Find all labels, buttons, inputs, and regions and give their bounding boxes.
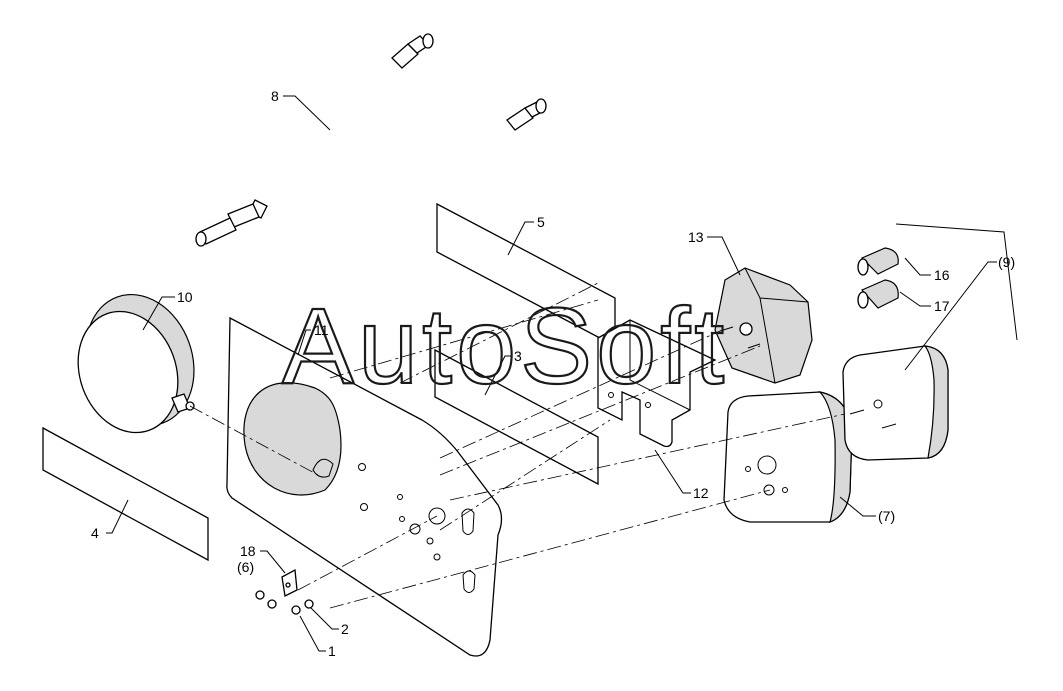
leader-lines: [106, 95, 1018, 652]
callout-8: 8: [271, 88, 279, 104]
callout-2: 2: [341, 621, 349, 637]
callout-18: 18: [240, 543, 256, 559]
bulb-17[interactable]: [857, 279, 899, 309]
round-gauge[interactable]: [62, 279, 212, 446]
assembly-lines: [189, 282, 846, 609]
callout-7: (7): [878, 508, 895, 524]
callout-17: 17: [934, 298, 950, 314]
label-plate-middle[interactable]: [434, 348, 599, 486]
rear-cover[interactable]: [723, 391, 853, 523]
callout-6: (6): [237, 559, 254, 575]
callout-12: 12: [693, 485, 709, 501]
bracket[interactable]: [597, 319, 717, 448]
callout-5: 5: [537, 214, 545, 230]
callout-16: 16: [934, 267, 950, 283]
mounting-plate[interactable]: [226, 316, 503, 657]
label-plate-lower[interactable]: [42, 426, 209, 562]
callout-9: (9): [998, 254, 1015, 270]
bulb-16[interactable]: [857, 247, 899, 276]
callout-labels: 8 5 13 (9) 16 10 17 11 3 12 (7) 4 18 (6)…: [91, 88, 1015, 659]
housing[interactable]: [714, 267, 813, 384]
callout-1: 1: [328, 643, 336, 659]
watermark: AutoSoft: [282, 285, 728, 406]
cable-harness[interactable]: [195, 33, 547, 247]
hardware[interactable]: [255, 568, 314, 615]
callout-10: 10: [177, 289, 193, 305]
callout-4: 4: [91, 525, 99, 541]
callout-13: 13: [688, 229, 704, 245]
callout-3: 3: [514, 348, 522, 364]
callout-11: 11: [314, 322, 329, 338]
module[interactable]: [842, 345, 949, 461]
